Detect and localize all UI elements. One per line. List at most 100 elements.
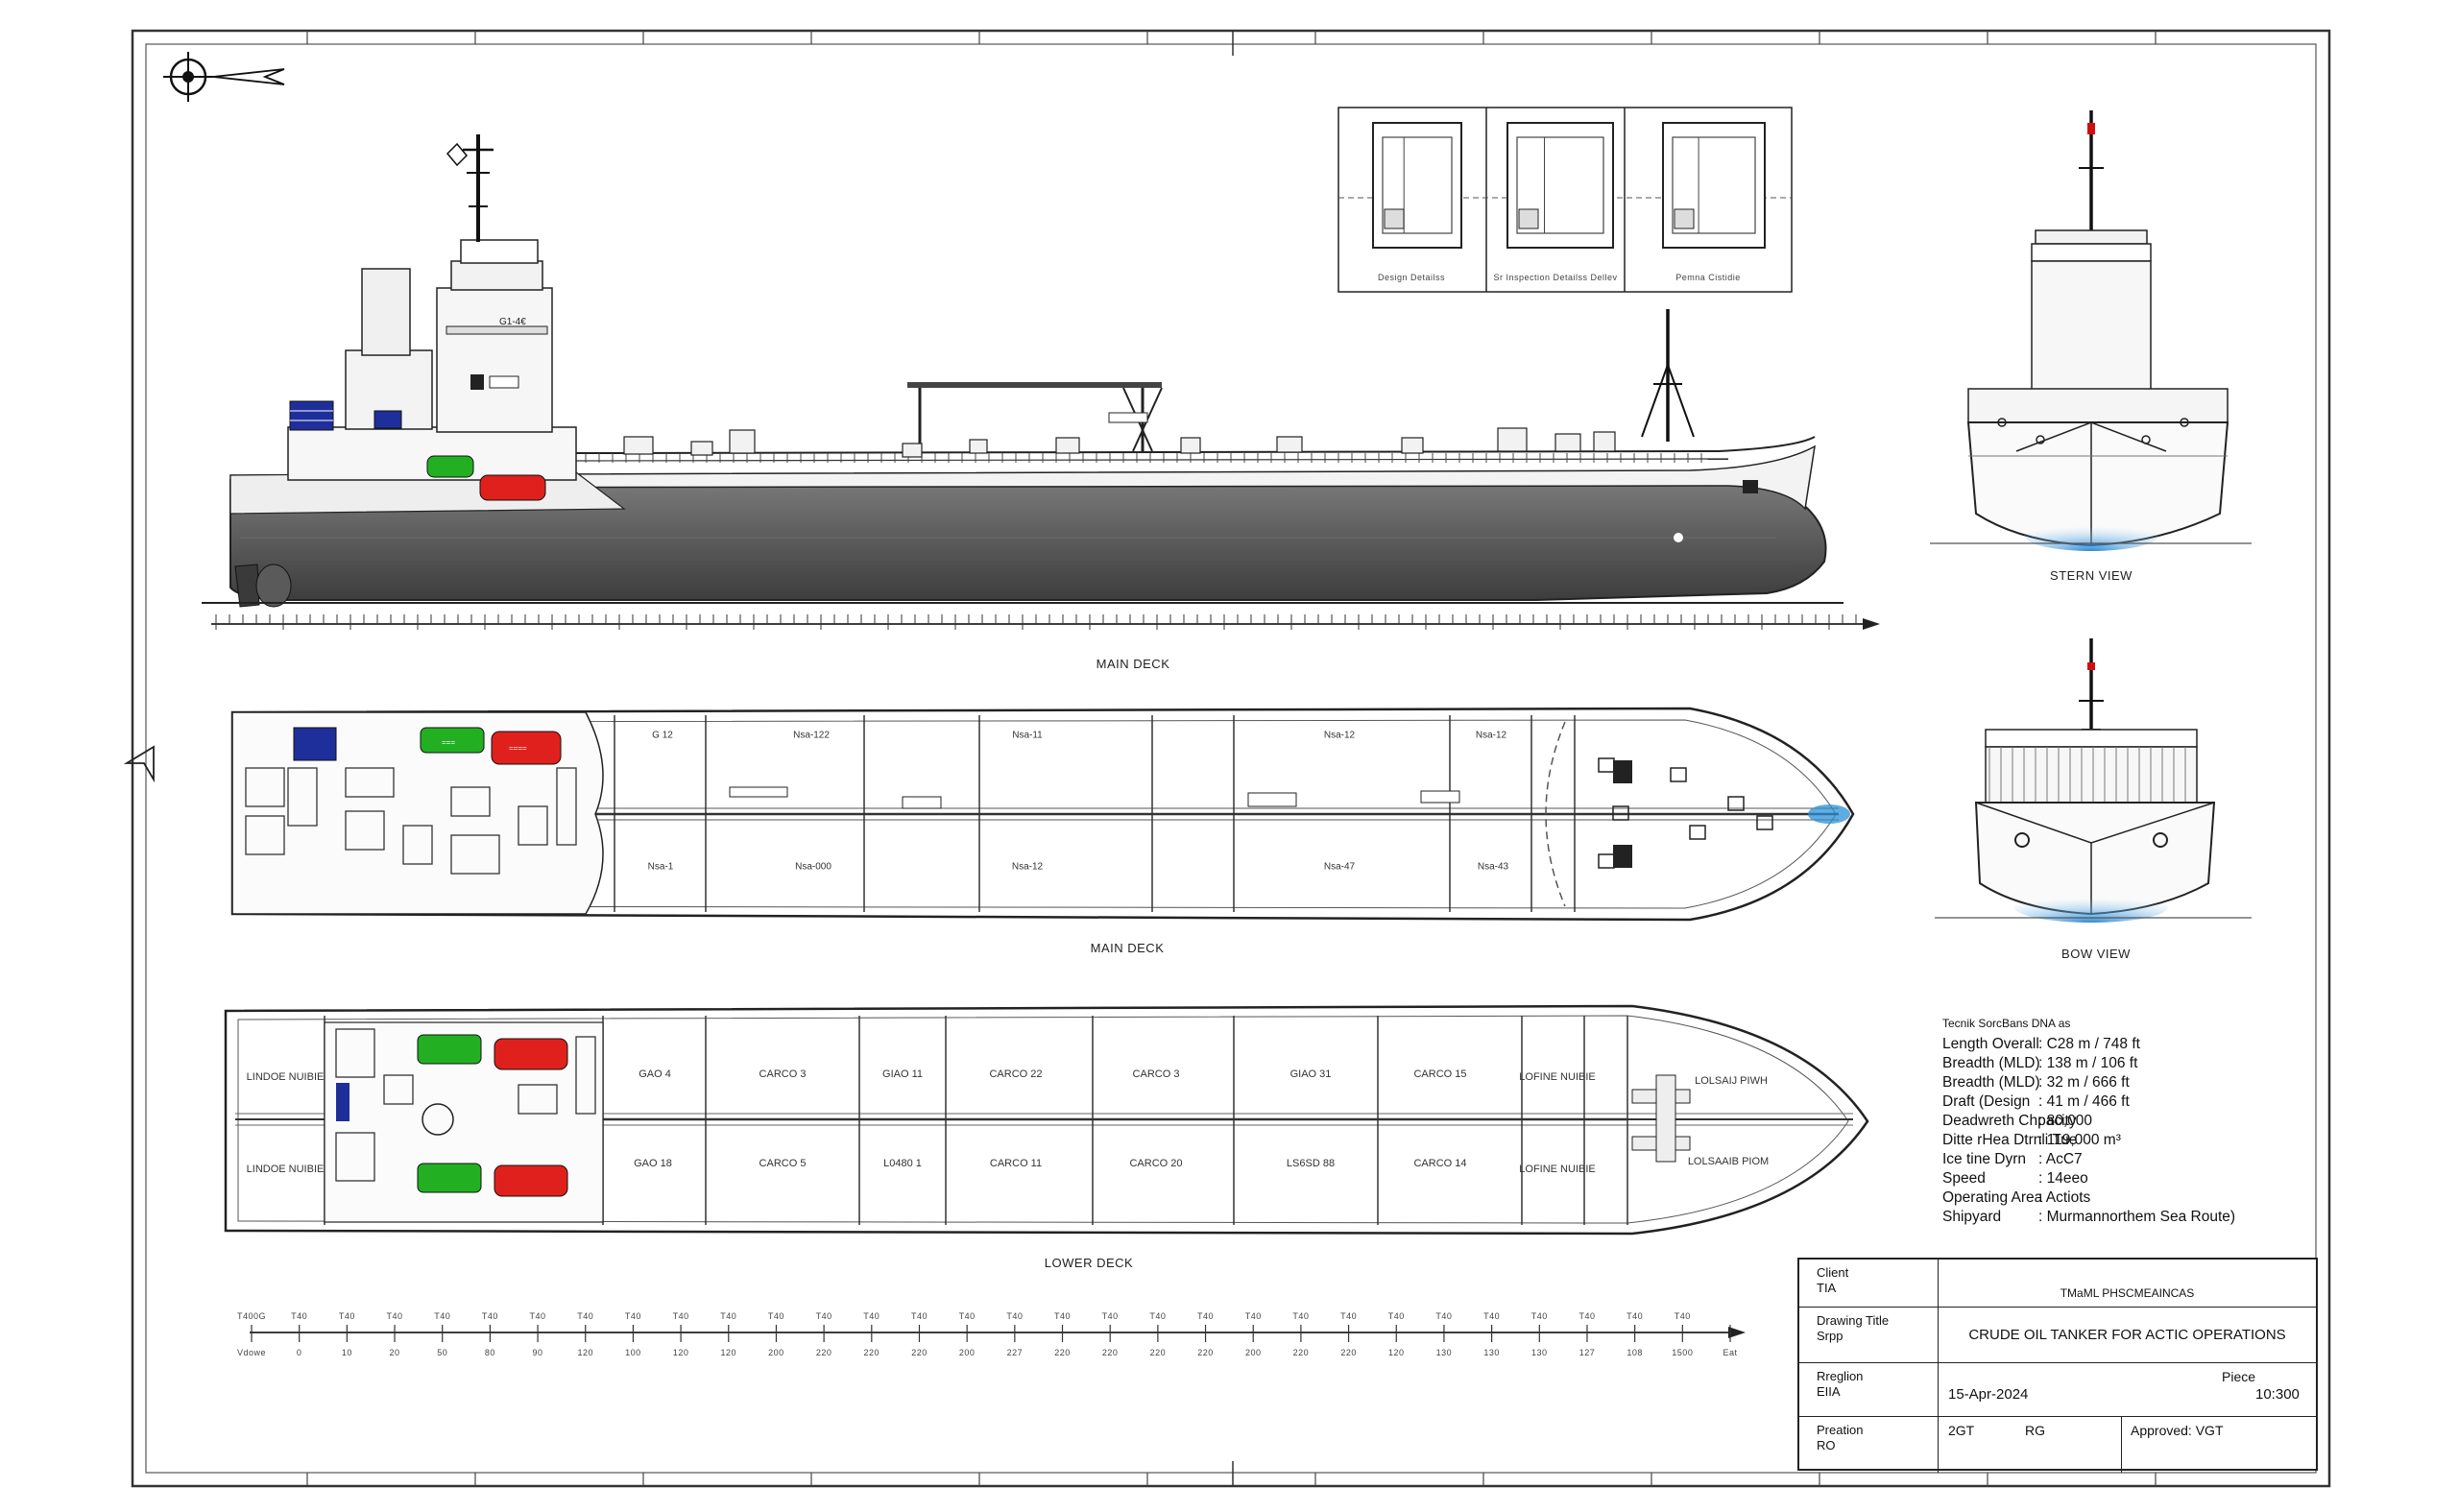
hold-label: L0480 1 — [883, 1158, 922, 1169]
spec-value: : 14eeo — [2038, 1170, 2088, 1187]
hold-label: CARCO 5 — [759, 1158, 807, 1169]
scale-bottom-label: 227 — [1006, 1348, 1024, 1357]
spec-row: Shipyard: Murmannorthem Sea Route) — [1942, 1208, 2269, 1227]
scale-bottom-label: 100 — [625, 1348, 641, 1357]
compartment-label: LOLSAAIB PIOM — [1687, 1156, 1770, 1167]
scale-bottom-label: 1500 — [1672, 1348, 1694, 1357]
client-sub: TIA — [1817, 1281, 1837, 1295]
scale-bottom-label: 220 — [911, 1348, 928, 1357]
compartment-label: LOFINE NUIBIE — [1519, 1071, 1596, 1083]
scale-top-label: T40 — [1578, 1311, 1596, 1321]
machinery-block — [335, 1028, 375, 1078]
scale-bottom-label: 80 — [484, 1348, 495, 1357]
scale-top-label: T400G — [236, 1311, 267, 1321]
scale-top-label: T40 — [720, 1311, 737, 1321]
stern-view-label: STERN VIEW — [2050, 568, 2133, 583]
hold-label: GAO 4 — [639, 1068, 671, 1080]
sheet-border — [131, 29, 2331, 1488]
spec-value: : 80,000 — [2038, 1113, 2093, 1129]
scale-bottom-label: 220 — [863, 1348, 880, 1357]
scale-top-label: T40 — [529, 1311, 546, 1321]
spec-key: Draft (Design — [1942, 1093, 2031, 1110]
deck-fitting — [729, 786, 788, 798]
svg-text:===: === — [442, 738, 455, 747]
tank-label: Nsa-12 — [1011, 861, 1044, 873]
tank-label: Nsa-12 — [1323, 730, 1356, 741]
tank-label: Nsa-1 — [647, 861, 674, 873]
compartment-label: LOFINE NUIBIE — [1519, 1164, 1596, 1175]
floor-plan-fixture — [1384, 208, 1405, 229]
hold-label: GAO 18 — [634, 1158, 672, 1169]
code-value: 2GT — [1948, 1423, 1975, 1438]
mooring-fitting — [1612, 805, 1629, 821]
svg-text:G1-4€: G1-4€ — [499, 317, 526, 327]
deck-fitting — [690, 441, 713, 456]
deck-fitting — [1554, 433, 1581, 452]
machinery-block — [345, 767, 395, 798]
scale-bottom-label: 20 — [389, 1348, 400, 1357]
deck-fitting — [1055, 437, 1080, 454]
scale-bottom-label: 220 — [1054, 1348, 1071, 1357]
scale-bottom-label: 108 — [1627, 1348, 1643, 1357]
piece-value: 10:300 — [2255, 1386, 2300, 1403]
machinery-block — [345, 810, 385, 851]
preparation-label: Preation — [1817, 1423, 1864, 1437]
deck-fitting — [1401, 437, 1424, 454]
tank-label: Nsa-000 — [795, 861, 831, 873]
hold-label: LS6SD 88 — [1286, 1158, 1336, 1169]
machinery-block — [518, 1084, 558, 1115]
scale-top-label: T40 — [338, 1311, 355, 1321]
rg-value: RG — [2025, 1423, 2045, 1438]
tank-label: Nsa-43 — [1477, 861, 1509, 873]
scale-top-label: T40 — [434, 1311, 451, 1321]
bottom-scale-bar — [250, 1325, 1746, 1342]
scale-top-label: T40 — [577, 1311, 594, 1321]
spec-key: Shipyard — [1942, 1209, 2002, 1225]
detail-plans — [1337, 107, 1793, 293]
spec-row: Operating Area: Actiots — [1942, 1188, 2269, 1208]
main-deck-plan: === ==== — [230, 707, 1855, 922]
scale-top-label: T40 — [1244, 1311, 1262, 1321]
scale-top-label: T40 — [1054, 1311, 1072, 1321]
deck-fitting — [729, 429, 756, 454]
mooring-fitting — [1756, 815, 1773, 830]
scale-bottom-label: 50 — [437, 1348, 448, 1357]
spec-value: : 41 m / 466 ft — [2038, 1093, 2130, 1110]
scale-bottom-label: 90 — [532, 1348, 543, 1357]
hold-label: CARCO 3 — [759, 1068, 807, 1080]
deck-railing — [585, 453, 1702, 463]
deck-fitting — [1593, 431, 1616, 452]
scale-bottom-label: 220 — [1197, 1348, 1214, 1357]
floor-plan-room — [1516, 136, 1604, 234]
scale-bottom-label: 200 — [768, 1348, 784, 1357]
tank-label: G 12 — [652, 730, 673, 741]
floor-plan-fixture — [1518, 208, 1539, 229]
scale-bottom-label: 130 — [1435, 1348, 1453, 1357]
detail-plan-caption: Pemna Cistidie — [1675, 273, 1741, 282]
profile-view-label: MAIN DECK — [1096, 657, 1170, 671]
hold-label: GIAO 11 — [882, 1068, 923, 1080]
scale-top-label: T40 — [291, 1311, 308, 1321]
compartment-label: LOLSAIJ PIWH — [1695, 1075, 1768, 1087]
scale-bottom-label: 120 — [577, 1348, 593, 1357]
spec-key: Ice tine Dyrn — [1942, 1151, 2027, 1167]
spec-key: Deadwreth Chpacity — [1942, 1113, 2077, 1129]
stern-view — [1930, 110, 2252, 551]
scale-bottom-label: 220 — [815, 1348, 832, 1357]
bow-view-label: BOW VIEW — [2061, 947, 2131, 961]
windlass — [1613, 760, 1632, 783]
tank-label: Nsa-47 — [1323, 861, 1356, 873]
tank-label: Nsa-11 — [1012, 730, 1043, 741]
title-block-region-row: Rreglion EIIA 15-Apr-2024 Piece 10:300 — [1799, 1363, 2316, 1417]
border-ticks — [306, 31, 2157, 1486]
scale-top-label: T40 — [1674, 1311, 1691, 1321]
deck-fitting — [1420, 790, 1460, 804]
scale-top-label: T40 — [386, 1311, 403, 1321]
lower-deck-plan — [224, 1004, 1869, 1236]
profile-view: G1-4€ — [202, 134, 1844, 608]
detail-plan-caption: Sr Inspection Detailss Dellev — [1493, 273, 1618, 282]
floor-plan-room — [1382, 136, 1453, 234]
spec-value: : AcC7 — [2038, 1151, 2083, 1167]
deck-fitting — [1276, 436, 1303, 453]
